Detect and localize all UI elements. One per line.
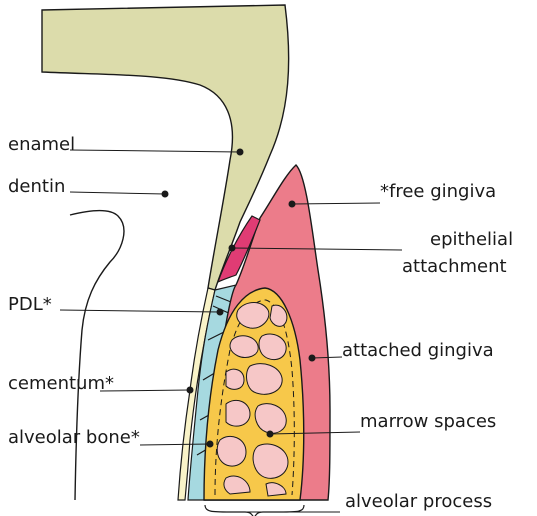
- label-free-gingiva: *free gingiva: [380, 181, 496, 202]
- label-dentin: dentin: [8, 176, 65, 197]
- label-alveolar-bone: alveolar bone*: [8, 427, 140, 448]
- label-epithelial: epithelial: [430, 229, 513, 250]
- label-attached-gingiva: attached gingiva: [342, 340, 494, 361]
- label-enamel: enamel: [8, 134, 75, 155]
- label-attachment: attachment: [402, 256, 507, 277]
- label-alveolar-process: alveolar process: [345, 491, 492, 512]
- label-marrow-spaces: marrow spaces: [360, 411, 496, 432]
- label-cementum: cementum*: [8, 373, 114, 394]
- alveolar-process-brace: [205, 505, 304, 516]
- label-pdl: PDL*: [8, 294, 52, 315]
- dentin-outline: [70, 211, 124, 500]
